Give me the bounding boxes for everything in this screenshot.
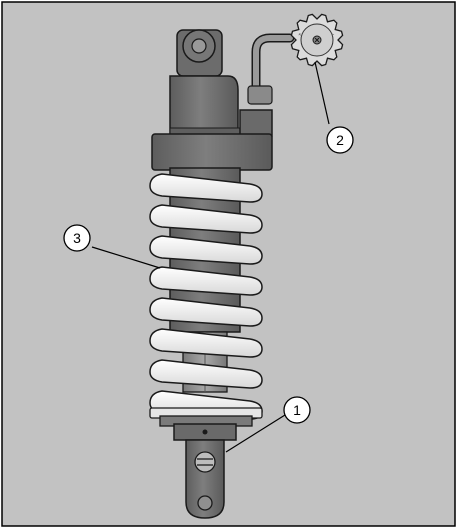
callout-3-label: 3 (73, 230, 81, 246)
callout-3: 3 (64, 225, 90, 251)
callout-1: 1 (284, 397, 310, 423)
callout-1-label: 1 (293, 402, 301, 418)
top-eye-mount (177, 30, 222, 76)
callout-2: 2 (327, 127, 353, 153)
callout-2-label: 2 (336, 132, 344, 148)
preload-adjuster-knob: + − (291, 14, 342, 65)
damper-upper-body (170, 76, 240, 136)
